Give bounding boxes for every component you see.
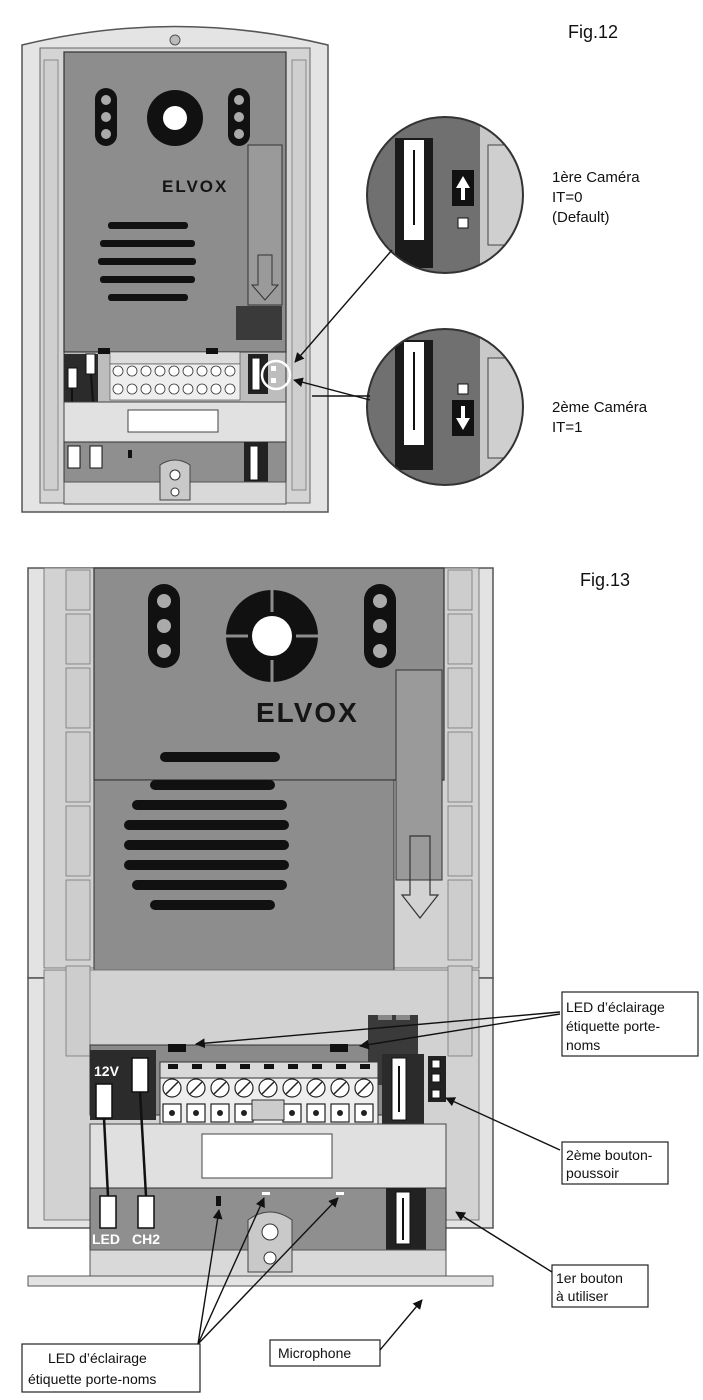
fig12-arrow-cam1 — [294, 249, 393, 363]
fig13-button1-line1: 1er bouton — [556, 1270, 623, 1286]
fig13-label-led: LED — [92, 1231, 120, 1247]
fig13-led-bottom-box — [21, 1343, 201, 1393]
fig13-lower-area: LED CH2 — [27, 1091, 494, 1287]
fig12-title: Fig.12 — [568, 22, 618, 42]
fig13-led-top-line2: étiquette porte- — [566, 1018, 661, 1034]
fig12-device: ELVOX — [21, 25, 329, 513]
fig13-led-bottom-line2: étiquette porte-noms — [28, 1371, 156, 1387]
fig13-arrow-button1 — [455, 1211, 553, 1273]
fig13-microphone-box — [269, 1339, 381, 1367]
fig12-cam1-line3: (Default) — [552, 209, 610, 226]
fig13-arrow-led-bottom-3 — [197, 1197, 339, 1345]
fig12-cam1-line2: IT=0 — [552, 189, 582, 206]
fig13-arrow-button2 — [445, 1097, 561, 1151]
fig13-arrow-led-bottom-2 — [197, 1197, 265, 1345]
fig13-button1-line2: à utiliser — [556, 1288, 608, 1304]
fig13-led-top-box — [561, 991, 699, 1057]
fig13-button2-box — [561, 1141, 669, 1185]
fig12-cam2-line2: IT=1 — [552, 419, 582, 436]
fig13-button1-box — [551, 1264, 649, 1308]
fig13-button2-line2: poussoir — [566, 1165, 619, 1181]
fig13-title: Fig.13 — [580, 570, 630, 590]
fig13-arrow-led-top-2 — [359, 1013, 561, 1050]
fig13-arrow-led-bottom-1 — [197, 1209, 223, 1345]
fig13-led-bottom-line1: LED d’éclairage — [48, 1350, 147, 1366]
fig12-cam2-line1: 2ème Caméra — [552, 399, 648, 416]
fig12-brand-logo: ELVOX — [162, 177, 228, 196]
fig13-label-ch2: CH2 — [132, 1231, 160, 1247]
fig13-terminal-area: 12V — [90, 1044, 446, 1126]
fig13-button2-line1: 2ème bouton- — [566, 1147, 653, 1163]
fig13-microphone-label: Microphone — [278, 1345, 351, 1361]
fig12-zoom-circle-cam1 — [366, 116, 524, 274]
fig12-zoom-circle-cam2 — [366, 328, 524, 486]
fig13-led-top-line3: noms — [566, 1037, 600, 1053]
fig13-led-top-line1: LED d’éclairage — [566, 999, 665, 1015]
fig13-brand-logo: ELVOX — [256, 697, 359, 728]
fig12-cam1-line1: 1ère Caméra — [552, 169, 640, 186]
fig13-arrow-microphone — [379, 1299, 423, 1351]
fig13-arrow-led-top-1 — [195, 1011, 561, 1049]
fig13-label-12v: 12V — [94, 1063, 120, 1079]
